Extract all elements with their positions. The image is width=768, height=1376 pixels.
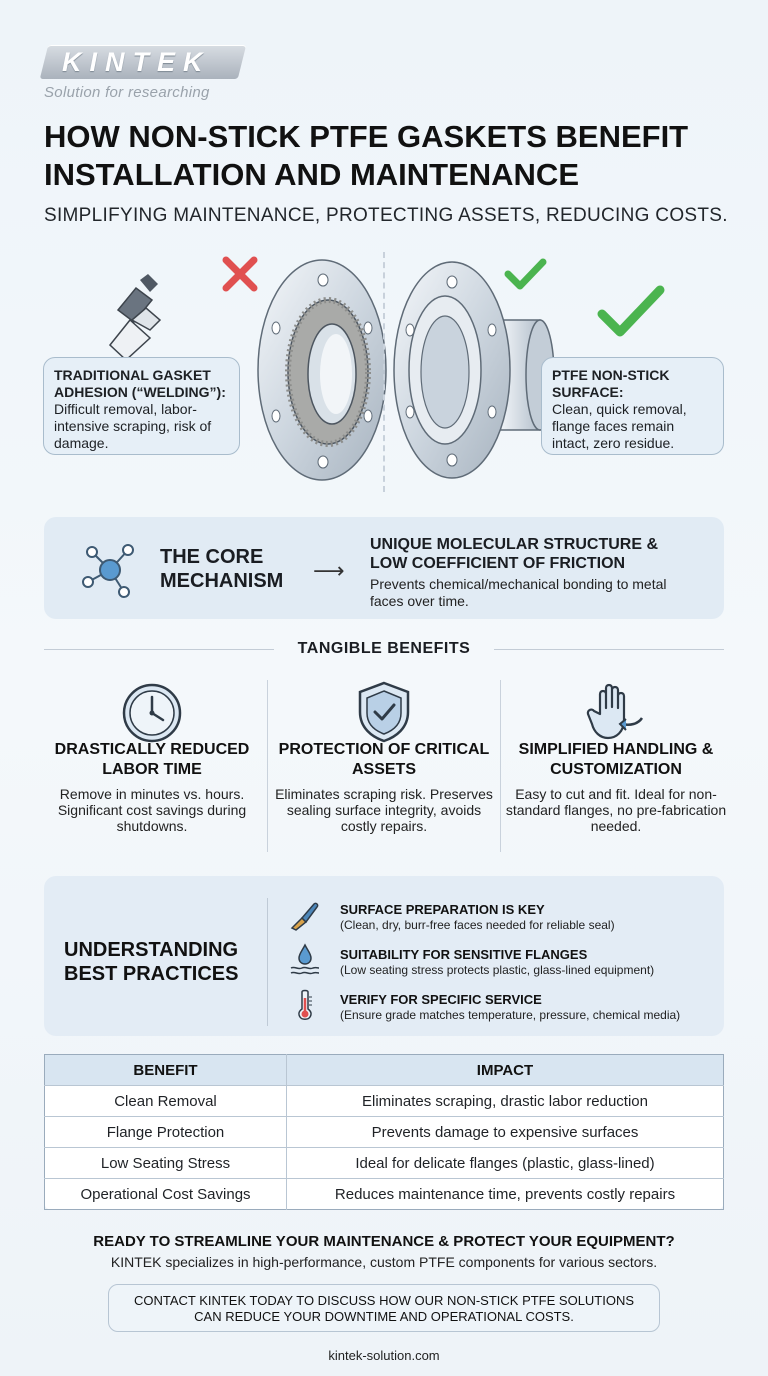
benefit-title: PROTECTION OF CRITICAL ASSETS xyxy=(278,741,490,778)
benefits-title: TANGIBLE BENEFITS xyxy=(297,640,471,657)
best-practice-body: (Ensure grade matches temperature, press… xyxy=(340,1008,681,1022)
callout-traditional: TRADITIONAL GASKET ADHESION (“WELDING”):… xyxy=(43,357,240,455)
comparison-illustration xyxy=(108,256,665,481)
contact-line: CAN REDUCE YOUR DOWNTIME AND OPERATIONAL… xyxy=(194,1309,574,1324)
benefits-table: BENEFIT IMPACT Clean Removal Eliminates … xyxy=(44,1054,724,1210)
contact-line: CONTACT KINTEK TODAY TO DISCUSS HOW OUR … xyxy=(133,1293,635,1308)
table-row: Low Seating Stress Ideal for delicate fl… xyxy=(44,1147,724,1179)
best-practice-body: (Clean, dry, burr-free faces needed for … xyxy=(340,918,615,932)
table-cell: Prevents damage to expensive surfaces xyxy=(286,1116,724,1148)
table-cell: Flange Protection xyxy=(44,1116,287,1148)
best-practices-panel xyxy=(44,876,724,1036)
shield-icon xyxy=(358,681,410,743)
scraper-icon xyxy=(108,274,162,362)
benefit-title: DRASTICALLY REDUCED LABOR TIME xyxy=(54,741,250,778)
table-header: BENEFIT xyxy=(44,1054,287,1086)
callout-traditional-body: Difficult removal, labor-intensive scrap… xyxy=(54,401,212,451)
section-rule xyxy=(494,649,724,650)
cta-body: KINTEK specializes in high-performance, … xyxy=(110,1254,658,1270)
flange-traditional xyxy=(257,259,387,481)
table-header: IMPACT xyxy=(286,1054,724,1086)
best-practice-item: SUITABILITY FOR SENSITIVE FLANGES (Low s… xyxy=(340,947,720,978)
cta-headline: READY TO STREAMLINE YOUR MAINTENANCE & P… xyxy=(93,1233,675,1250)
section-rule xyxy=(44,649,274,650)
paintbrush-icon xyxy=(290,902,319,931)
best-practices-divider xyxy=(267,898,268,1026)
core-body: Prevents chemical/mechanical bonding to … xyxy=(370,576,667,609)
logo-tagline: Solution for researching xyxy=(44,84,210,101)
logo: KINTEK xyxy=(62,47,211,77)
contact-button[interactable]: CONTACT KINTEK TODAY TO DISCUSS HOW OUR … xyxy=(108,1284,660,1332)
check-icon xyxy=(504,258,547,290)
molecule-icon xyxy=(82,544,134,598)
benefit-column: DRASTICALLY REDUCED LABOR TIME Remove in… xyxy=(39,740,265,834)
benefit-body: Easy to cut and fit. Ideal for non-stand… xyxy=(505,786,727,834)
table-header-row: BENEFIT IMPACT xyxy=(44,1054,724,1086)
table-cell: Reduces maintenance time, prevents costl… xyxy=(286,1178,724,1210)
core-title: THE CORE MECHANISM xyxy=(160,546,284,592)
comparison-divider xyxy=(383,252,385,492)
best-practice-title: SURFACE PREPARATION IS KEY xyxy=(340,902,545,917)
benefit-title: SIMPLIFIED HANDLING & CUSTOMIZATION xyxy=(518,741,714,778)
best-practice-item: VERIFY FOR SPECIFIC SERVICE (Ensure grad… xyxy=(340,992,720,1023)
table-cell: Ideal for delicate flanges (plastic, gla… xyxy=(286,1147,724,1179)
flange-ptfe xyxy=(393,261,555,479)
callout-ptfe: PTFE NON-STICK SURFACE: Clean, quick rem… xyxy=(541,357,724,455)
core-mechanism-panel xyxy=(44,517,724,619)
table-cell: Low Seating Stress xyxy=(44,1147,287,1179)
arrow-right-icon: ⟶ xyxy=(313,558,345,583)
clock-icon xyxy=(122,683,182,743)
table-cell: Clean Removal xyxy=(44,1085,287,1117)
table-cell: Eliminates scraping, drastic labor reduc… xyxy=(286,1085,724,1117)
column-divider xyxy=(267,680,268,852)
callout-ptfe-title: PTFE NON-STICK SURFACE: xyxy=(552,367,670,400)
best-practice-title: VERIFY FOR SPECIFIC SERVICE xyxy=(340,992,542,1007)
best-practices-title: UNDERSTANDING BEST PRACTICES xyxy=(64,939,239,985)
table-row: Clean Removal Eliminates scraping, drast… xyxy=(44,1085,724,1117)
table-row: Flange Protection Prevents damage to exp… xyxy=(44,1116,724,1148)
cross-icon xyxy=(222,256,258,292)
benefit-body: Eliminates scraping risk. Preserves seal… xyxy=(275,786,493,834)
website-link[interactable]: kintek-solution.com xyxy=(328,1348,440,1363)
page-title: HOW NON-STICK PTFE GASKETS BENEFIT INSTA… xyxy=(44,119,689,192)
hand-icon xyxy=(586,683,644,740)
table-row: Operational Cost Savings Reduces mainten… xyxy=(44,1178,724,1210)
benefit-body: Remove in minutes vs. hours. Significant… xyxy=(57,786,247,834)
table-cell: Operational Cost Savings xyxy=(44,1178,287,1210)
callout-traditional-title: TRADITIONAL GASKET ADHESION (“WELDING”): xyxy=(54,367,226,400)
drop-surface-icon xyxy=(290,943,320,975)
check-icon xyxy=(597,285,665,337)
best-practice-body: (Low seating stress protects plastic, gl… xyxy=(340,963,655,977)
column-divider xyxy=(500,680,501,852)
thermometer-icon xyxy=(298,989,312,1020)
benefit-column: PROTECTION OF CRITICAL ASSETS Eliminates… xyxy=(271,740,497,834)
callout-ptfe-body: Clean, quick removal, flange faces remai… xyxy=(552,401,687,451)
best-practice-item: SURFACE PREPARATION IS KEY (Clean, dry, … xyxy=(340,902,720,933)
benefit-column: SIMPLIFIED HANDLING & CUSTOMIZATION Easy… xyxy=(503,740,729,834)
core-heading: UNIQUE MOLECULAR STRUCTURE & LOW COEFFIC… xyxy=(370,536,658,572)
best-practice-title: SUITABILITY FOR SENSITIVE FLANGES xyxy=(340,947,588,962)
page-subtitle: SIMPLIFYING MAINTENANCE, PROTECTING ASSE… xyxy=(44,205,728,226)
